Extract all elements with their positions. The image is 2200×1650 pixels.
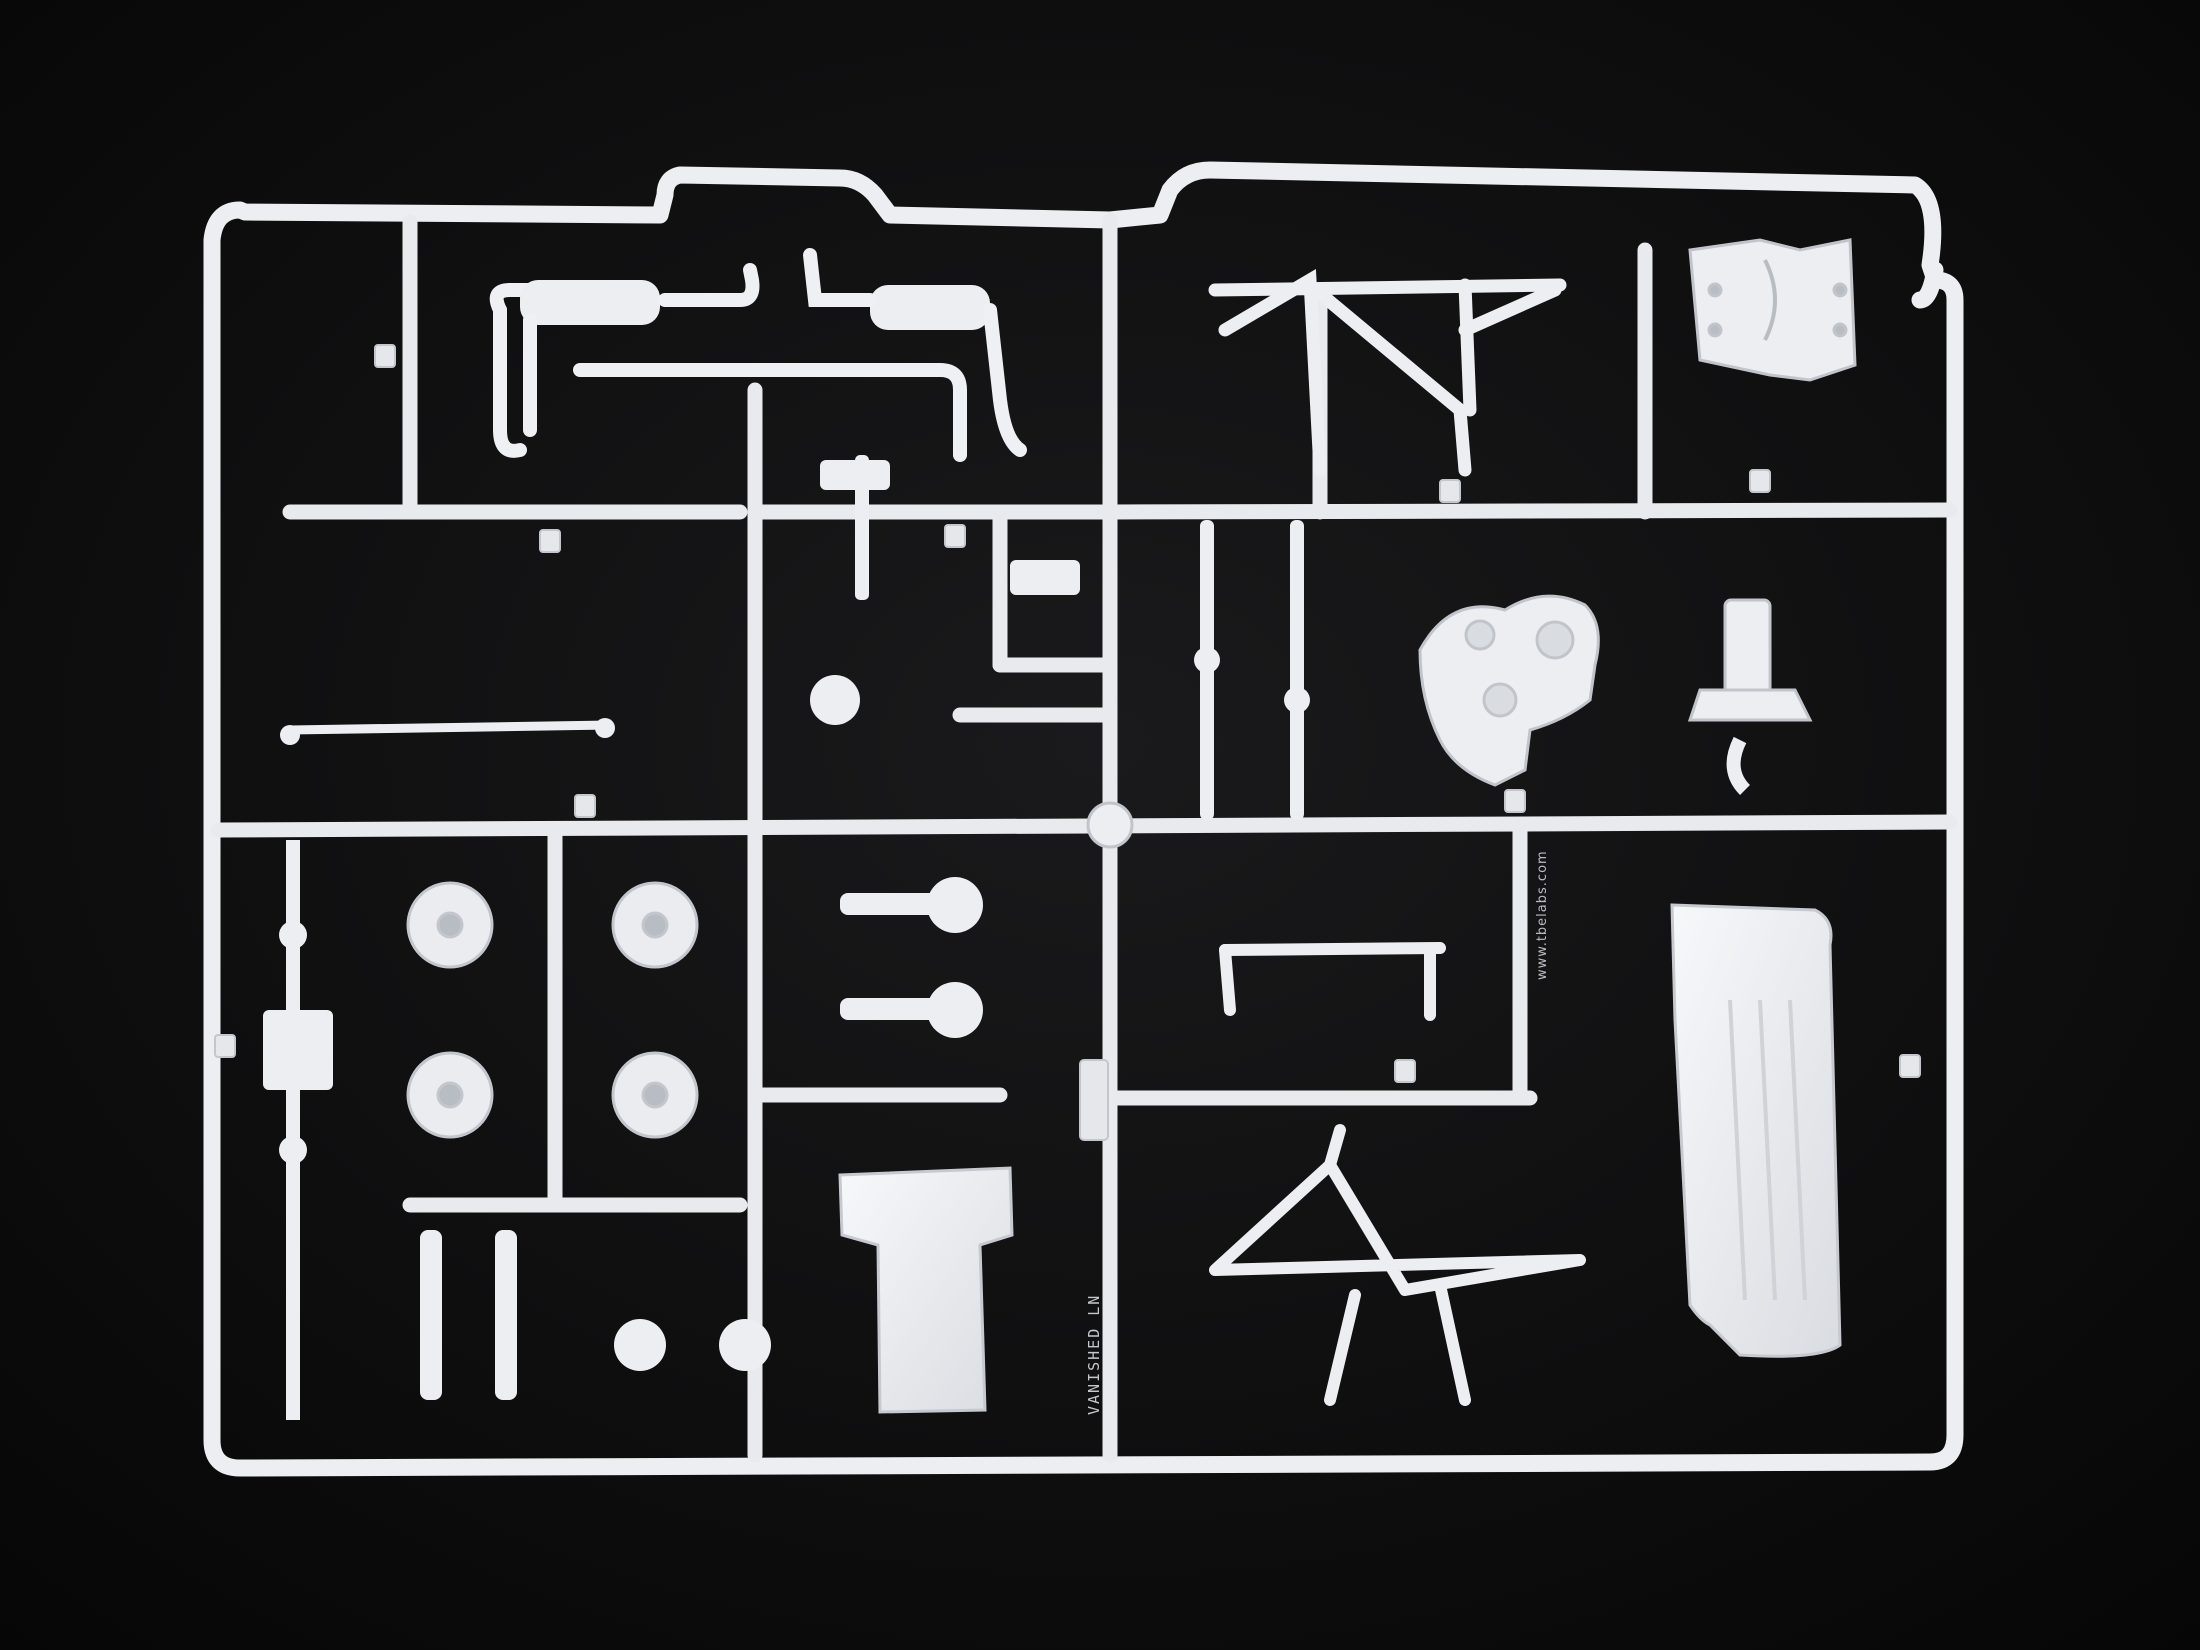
driveshafts bbox=[810, 455, 1310, 820]
tailpipe-right bbox=[803, 248, 877, 307]
shift-linkage bbox=[1726, 736, 1751, 795]
header-left bbox=[493, 303, 527, 458]
crossover-pipe bbox=[573, 363, 967, 462]
driveshaft-2 bbox=[1290, 520, 1304, 820]
engine-pulley-3 bbox=[1482, 682, 1518, 718]
part-number-tabs bbox=[214, 344, 1921, 1141]
rack-shaft bbox=[286, 840, 300, 1420]
bellhousing bbox=[1687, 598, 1813, 795]
right-upper-cross bbox=[1102, 502, 1958, 520]
a-arm-frame bbox=[1209, 1159, 1586, 1296]
bellhousing-base bbox=[1687, 688, 1813, 722]
upper-link-end-left bbox=[1219, 944, 1236, 1016]
frame-corner bbox=[1911, 261, 1944, 309]
bellhousing-neck bbox=[1723, 598, 1772, 702]
spindle-2 bbox=[719, 1319, 771, 1371]
sway-bar-end-right bbox=[595, 718, 615, 738]
center-gate-hub bbox=[1086, 801, 1134, 849]
knuckle-1 bbox=[927, 877, 983, 933]
sprue-frame bbox=[203, 161, 1964, 1477]
crossmember-diag bbox=[1303, 278, 1472, 477]
wheel-hubs bbox=[406, 881, 699, 1139]
transfer-case bbox=[1688, 238, 1857, 382]
skid-plate-ribs bbox=[1728, 999, 1807, 1301]
engine-pulley-2 bbox=[1464, 619, 1496, 651]
shock-absorbers bbox=[420, 877, 983, 1400]
differential-pumpkin bbox=[810, 675, 860, 725]
a-arm-leg-left bbox=[1324, 1289, 1361, 1406]
u-joint-1 bbox=[1194, 647, 1220, 673]
center-skid-plate bbox=[838, 1166, 1014, 1414]
hub-2-center bbox=[641, 911, 669, 939]
exhaust-parts bbox=[489, 248, 1027, 462]
outer-runner bbox=[203, 161, 1964, 1477]
a-arm-mount bbox=[1324, 1124, 1346, 1171]
knuckle-2 bbox=[927, 982, 983, 1038]
bracket-part bbox=[1010, 560, 1080, 595]
lower-control-arms bbox=[1209, 942, 1586, 1406]
rack-housing bbox=[263, 1010, 333, 1090]
right-skid-plate bbox=[1670, 903, 1842, 1358]
small-crossbar-stem bbox=[855, 455, 869, 600]
middle-runner bbox=[210, 814, 1958, 838]
rack-boot-top bbox=[279, 921, 307, 949]
sway-bar-end-left bbox=[280, 725, 300, 745]
crossmember-mid bbox=[1458, 278, 1477, 417]
a-arm-leg-right bbox=[1434, 1279, 1471, 1406]
muffler-right bbox=[870, 285, 990, 330]
hub-4-center bbox=[641, 1081, 669, 1109]
crossmember-top bbox=[1208, 278, 1567, 297]
engine-pulley-1 bbox=[1535, 620, 1575, 660]
u-joint-2 bbox=[1284, 687, 1310, 713]
upper-link bbox=[1219, 942, 1446, 956]
tailpipe-left bbox=[658, 263, 760, 307]
steering-rack bbox=[263, 718, 615, 1420]
part-code-text: VANISHED LN bbox=[1085, 1293, 1103, 1415]
brand-url-text: www.tbelabs.com bbox=[1535, 850, 1550, 980]
sway-bar bbox=[289, 720, 611, 735]
rack-boot-bottom bbox=[279, 1136, 307, 1164]
engine-block bbox=[1418, 594, 1600, 787]
shock-2 bbox=[495, 1230, 517, 1400]
crossmember-right-brace bbox=[1458, 283, 1562, 337]
spindle-1 bbox=[614, 1319, 666, 1371]
shock-1 bbox=[420, 1230, 442, 1400]
hub-1-center bbox=[436, 911, 464, 939]
muffler-left bbox=[520, 280, 660, 325]
rear-crossmember bbox=[1208, 268, 1567, 477]
hub-3-center bbox=[436, 1081, 464, 1109]
header-right bbox=[983, 303, 1027, 457]
